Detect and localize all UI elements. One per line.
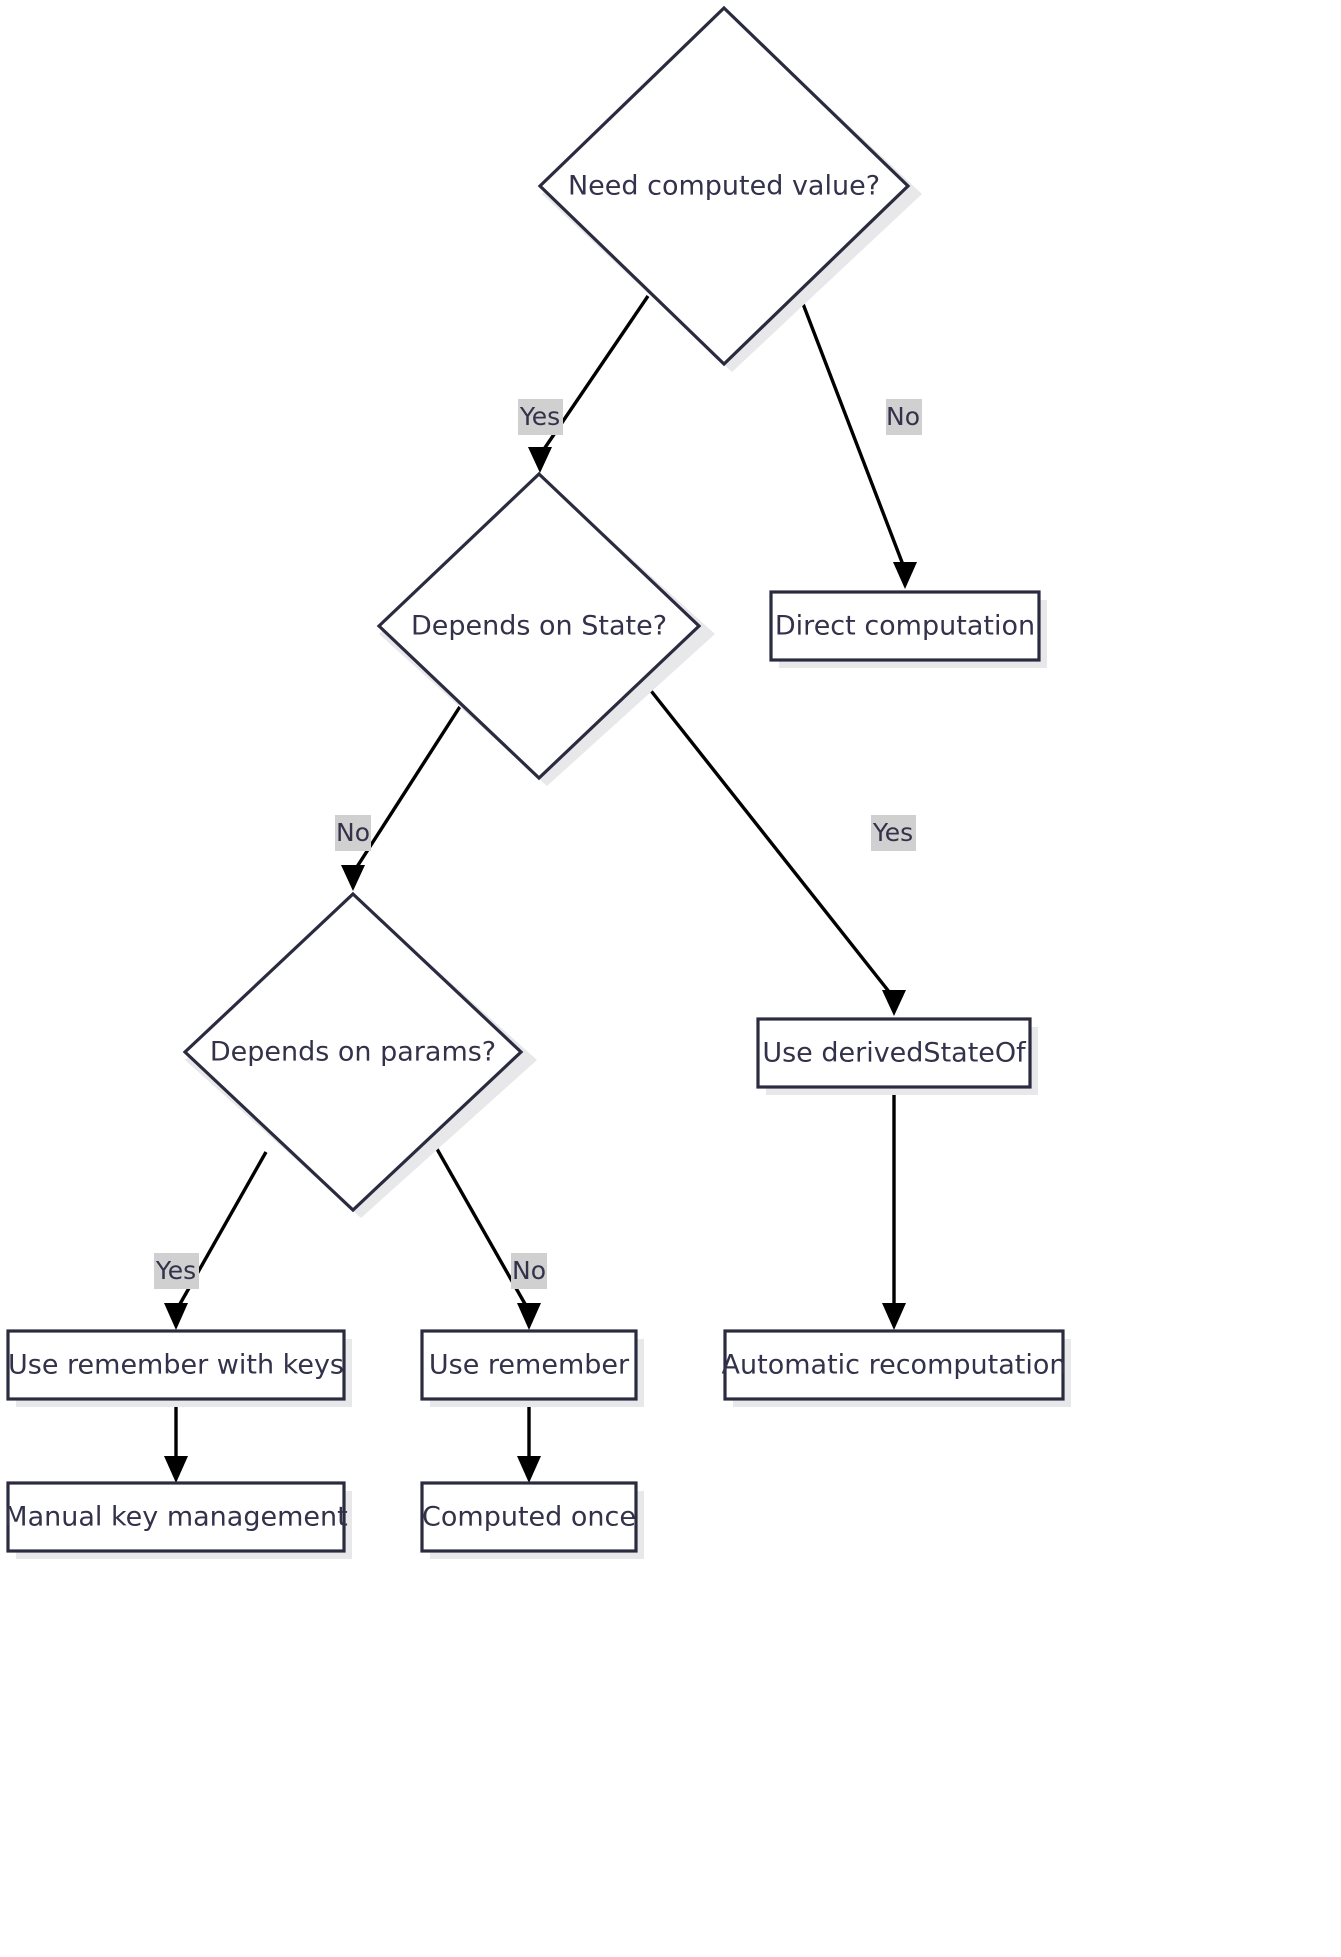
node-label-need-computed-value: Need computed value? (568, 171, 880, 202)
node-label-use-remember-with-keys: Use remember with keys (8, 1350, 344, 1381)
edge-label-yes-need-computed: Yes (518, 399, 563, 435)
node-computed-once[interactable]: Computed once (420, 1481, 644, 1559)
edge-label-layer: Yes No No Yes Yes No (154, 399, 922, 1289)
edge-label-text: No (512, 1256, 546, 1285)
edge-label-text: No (336, 818, 370, 847)
node-use-derivedstateof[interactable]: Use derivedStateOf (756, 1017, 1038, 1095)
edge-label-text: Yes (519, 402, 560, 431)
node-label-depends-on-state: Depends on State? (411, 611, 667, 642)
edge-use-remember-with-keys-to-manual-key-management (164, 1400, 188, 1483)
edge-label-no-need-computed: No (886, 399, 922, 435)
node-label-use-remember: Use remember (429, 1350, 630, 1381)
node-use-remember[interactable]: Use remember (420, 1329, 644, 1407)
node-label-depends-on-params: Depends on params? (210, 1037, 496, 1068)
edge-depends-state-to-depends-params (341, 704, 463, 891)
edge-layer (164, 295, 917, 1483)
node-label-computed-once: Computed once (422, 1502, 636, 1533)
edge-depends-params-to-use-remember (435, 1148, 541, 1330)
edge-use-derivedstateof-to-automatic-recomputation (882, 1088, 906, 1330)
node-use-remember-with-keys[interactable]: Use remember with keys (6, 1329, 352, 1407)
edge-label-yes-depends-state: Yes (871, 815, 916, 851)
node-label-manual-key-management: Manual key management (4, 1502, 347, 1533)
node-label-direct-computation: Direct computation (775, 611, 1035, 642)
edge-label-no-depends-params: No (511, 1253, 547, 1289)
edge-depends-params-to-use-remember-with-keys (164, 1151, 268, 1330)
edge-label-text: Yes (872, 818, 913, 847)
edge-label-text: Yes (155, 1256, 196, 1285)
node-depends-on-state[interactable]: Depends on State? (376, 471, 715, 786)
node-direct-computation[interactable]: Direct computation (769, 590, 1047, 668)
node-layer: Need computed value? Depends on State? D… (4, 5, 1071, 1559)
node-manual-key-management[interactable]: Manual key management (4, 1481, 352, 1559)
node-label-use-derivedstateof: Use derivedStateOf (762, 1038, 1027, 1069)
edge-label-text: No (886, 402, 920, 431)
edge-use-remember-to-computed-once (517, 1400, 541, 1483)
node-need-computed-value[interactable]: Need computed value? (537, 5, 922, 372)
node-depends-on-params[interactable]: Depends on params? (182, 891, 537, 1218)
node-automatic-recomputation[interactable]: Automatic recomputation (722, 1329, 1071, 1407)
node-label-automatic-recomputation: Automatic recomputation (722, 1350, 1067, 1381)
edge-label-yes-depends-params: Yes (154, 1253, 199, 1289)
edge-depends-state-to-use-derivedstateof (646, 685, 906, 1016)
edge-need-computed-to-depends-state (528, 295, 650, 473)
edge-need-computed-to-direct-computation (798, 295, 917, 589)
edge-label-no-depends-state: No (335, 815, 371, 851)
